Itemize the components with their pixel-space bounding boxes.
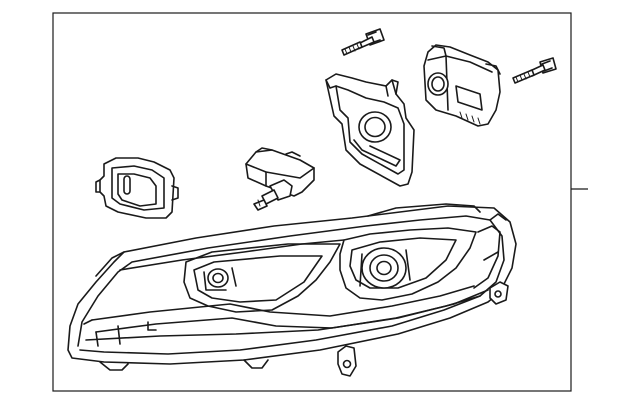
bolt-right bbox=[512, 57, 557, 84]
bulb-icon bbox=[245, 147, 315, 211]
headlamp-icon bbox=[67, 203, 517, 377]
bolt-icon bbox=[512, 57, 557, 84]
headlamp-assembly bbox=[67, 203, 517, 377]
bracket-icon bbox=[325, 73, 415, 187]
bulb-socket bbox=[245, 147, 315, 211]
access-cover bbox=[95, 157, 179, 219]
bolt-top bbox=[341, 28, 385, 56]
control-module bbox=[423, 44, 501, 127]
diagram-frame bbox=[52, 12, 572, 392]
cover-icon bbox=[95, 157, 179, 219]
bolt-icon bbox=[341, 28, 385, 56]
module-icon bbox=[423, 44, 501, 127]
mounting-bracket bbox=[325, 73, 415, 187]
